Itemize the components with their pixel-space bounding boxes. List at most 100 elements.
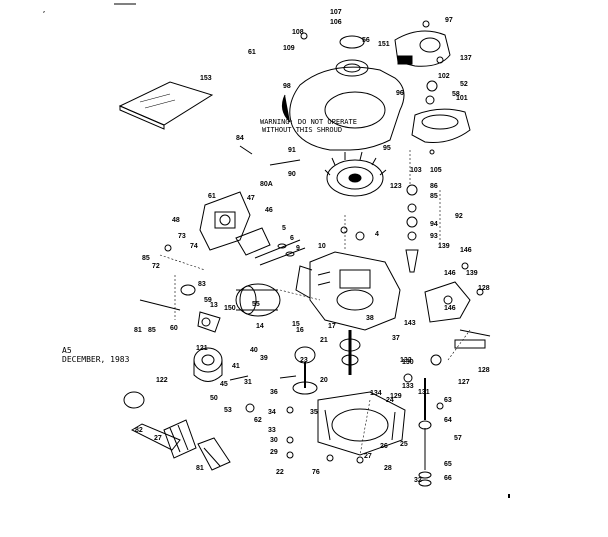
part-label: 50 <box>210 395 218 402</box>
part-label: 21 <box>320 337 328 344</box>
part-label: 134 <box>370 390 382 397</box>
small-hardware <box>164 20 484 464</box>
part-label: 39 <box>260 355 268 362</box>
part-label: 95 <box>383 145 391 152</box>
part-label: 103 <box>410 167 422 174</box>
part-label: 93 <box>430 233 438 240</box>
part-label: 48 <box>172 217 180 224</box>
part-label: 60 <box>170 325 178 332</box>
model-code: A5 <box>62 346 72 355</box>
part-label: 76 <box>312 469 320 476</box>
part-label: 33 <box>268 427 276 434</box>
part-label: 65 <box>444 461 452 468</box>
part-label: 85 <box>430 193 438 200</box>
part-label: 107 <box>330 9 342 16</box>
svg-text:WITHOUT THIS SHROUD: WITHOUT THIS SHROUD <box>262 126 342 134</box>
part-label: 17 <box>328 323 336 330</box>
part-label: 64 <box>444 417 452 424</box>
part-label: 121 <box>196 345 208 352</box>
part-label: 129 <box>390 393 402 400</box>
part-label: 36 <box>270 389 278 396</box>
manual-part-label: 153 <box>200 75 212 82</box>
part-label: 32 <box>414 477 422 484</box>
air-filter-element <box>123 391 231 471</box>
part-label: 131 <box>418 389 430 396</box>
svg-text:,: , <box>42 6 46 14</box>
part-label: 102 <box>438 73 450 80</box>
part-label: 5 <box>282 225 286 232</box>
diagram-caption: A5 DECEMBER, 1983 <box>62 346 129 364</box>
part-label: 25 <box>400 441 408 448</box>
ignition-left-parts <box>139 284 221 333</box>
part-label: 128 <box>478 285 490 292</box>
part-label: 146 <box>444 270 456 277</box>
part-label: 30 <box>270 437 278 444</box>
control-bracket <box>424 281 491 349</box>
fuel-tank <box>394 30 451 67</box>
part-label: 96 <box>396 90 404 97</box>
part-label: 45 <box>220 381 228 388</box>
part-label: 108 <box>292 29 304 36</box>
part-label: 133 <box>402 383 414 390</box>
part-label: 37 <box>392 335 400 342</box>
fuel-cap <box>335 35 369 77</box>
part-label: 73 <box>178 233 186 240</box>
part-label: 40 <box>250 347 258 354</box>
part-label: 23 <box>300 357 308 364</box>
part-label: 97 <box>445 17 453 24</box>
part-label: 81 <box>134 327 142 334</box>
part-label: 4 <box>375 231 379 238</box>
leader-lines <box>159 150 471 456</box>
part-label: 66 <box>444 475 452 482</box>
part-label: 146 <box>444 305 456 312</box>
part-label: 105 <box>430 167 442 174</box>
part-label: 139 <box>438 243 450 250</box>
part-label: 59 <box>204 297 212 304</box>
part-label: 109 <box>283 45 295 52</box>
part-label: 83 <box>198 281 206 288</box>
part-label: 58 <box>452 91 460 98</box>
part-label: 146 <box>460 247 472 254</box>
part-label: 41 <box>232 363 240 370</box>
part-label: 31 <box>244 379 252 386</box>
part-label: 27 <box>364 453 372 460</box>
part-label: 38 <box>366 315 374 322</box>
part-label: 14 <box>256 323 264 330</box>
part-label: 27 <box>154 435 162 442</box>
part-label: 85 <box>148 327 156 334</box>
part-label: 22 <box>276 469 284 476</box>
part-label: 123 <box>390 183 402 190</box>
part-label: 98 <box>283 83 291 90</box>
part-label: 24 <box>386 397 394 404</box>
part-label: 80A <box>260 181 273 188</box>
part-label: 61 <box>208 193 216 200</box>
oil-fill-tube <box>418 378 432 487</box>
part-label: 150 <box>224 305 236 312</box>
cylinder-head <box>199 191 251 251</box>
piston-and-rod <box>292 346 318 395</box>
part-label: 137 <box>460 55 472 62</box>
part-label: 56 <box>362 37 370 44</box>
part-label: 15 <box>292 321 300 328</box>
part-label: 122 <box>156 377 168 384</box>
part-label: 20 <box>320 377 328 384</box>
muffler <box>235 283 281 317</box>
part-label: 34 <box>268 409 276 416</box>
part-label: 92 <box>455 213 463 220</box>
part-label: 132 <box>400 357 412 364</box>
starter-cup-assembly <box>193 347 223 382</box>
engine-block <box>295 251 401 331</box>
blower-housing: WARNING: DO NOT OPERATE WITHOUT THIS SHR… <box>260 66 405 151</box>
part-label: 55 <box>252 301 260 308</box>
part-label: 57 <box>454 435 462 442</box>
part-label: 72 <box>152 263 160 270</box>
part-label: 101 <box>456 95 468 102</box>
part-label: 10 <box>318 243 326 250</box>
part-label: 127 <box>458 379 470 386</box>
part-label: 94 <box>430 221 438 228</box>
carburetor-column <box>405 184 441 273</box>
part-label: 86 <box>430 183 438 190</box>
part-label: 13 <box>210 302 218 309</box>
